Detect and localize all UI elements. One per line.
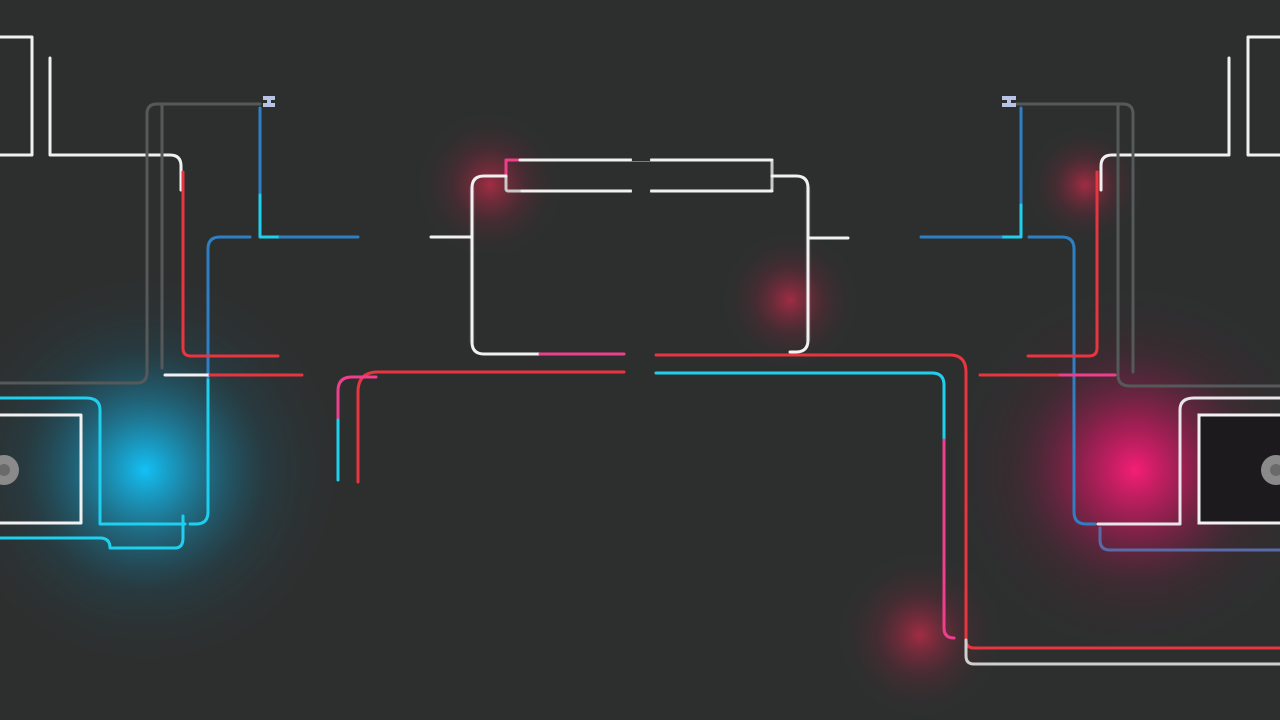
- right-connector-knob-icon: [1261, 455, 1280, 485]
- red-glow-top: [415, 110, 565, 260]
- right-circuit: [919, 35, 1280, 552]
- right-terminal-pin-icon: [1002, 96, 1016, 107]
- red-glow-right: [1025, 125, 1145, 245]
- red-glow-mid: [720, 230, 860, 370]
- left-terminal-pin-icon: [263, 96, 275, 107]
- left-circuit: [0, 35, 360, 550]
- left-connector-knob-icon: [0, 455, 19, 485]
- cyan-glow: [0, 270, 345, 670]
- red-glow-bottom: [835, 550, 1005, 720]
